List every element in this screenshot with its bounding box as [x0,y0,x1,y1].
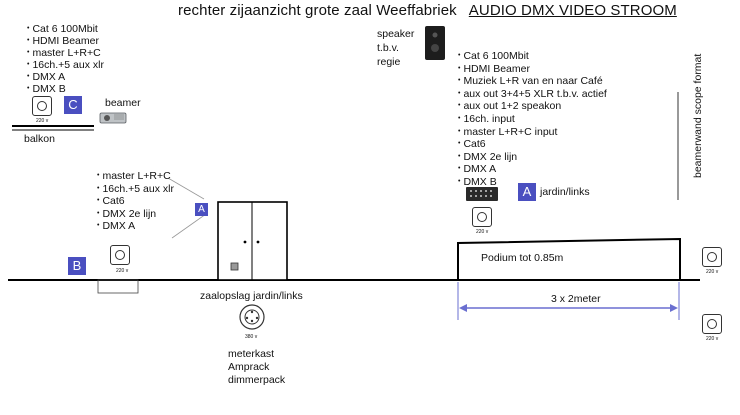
socket-caption: 220 v [116,268,129,274]
beamer-icon [99,112,127,124]
list-item: Cat 6 100Mbit [458,50,607,63]
door-panel [230,262,239,271]
wallbox-list: master L+R+C 16ch.+5 aux xlr Cat6 DMX 2e… [97,170,174,233]
list-item: HDMI Beamer [27,35,104,47]
title-sub: AUDIO DMX VIDEO STROOM [468,2,677,19]
socket-380v-icon [239,304,265,330]
balcony-list: Cat 6 100Mbit HDMI Beamer master L+R+C 1… [27,23,104,95]
speaker-label-line: t.b.v. [377,42,399,54]
dimension-arrow-right [670,304,678,312]
stage-outline [457,237,681,280]
list-item: Cat6 [458,138,607,151]
beamer-label: beamer [105,97,141,109]
pointer-line-bottom [171,213,207,239]
door-knob-right [256,240,260,244]
list-item: HDMI Beamer [458,63,607,76]
socket-caption: 220 v [476,229,489,235]
list-item: DMX B [27,83,104,95]
list-item: master L+R+C input [458,126,607,139]
socket-caption: 220 v [706,269,719,275]
list-item: aux out 3+4+5 XLR t.b.v. actief [458,88,606,101]
stagebox-icon [466,187,498,201]
list-item: DMX A [97,220,174,233]
speaker-label-line: speaker [377,28,415,40]
jardin-list: Cat 6 100Mbit HDMI Beamer Muziek L+R van… [458,50,607,189]
speaker-icon [425,26,445,60]
list-item: master L+R+C [27,47,104,59]
side-label: beamerwand scope format [692,53,704,178]
dimension-arrow-left [459,304,467,312]
speaker-label: speaker t.b.v. regie [377,27,414,69]
list-item: 16ch.+5 aux xlr [97,183,174,196]
stage-label: Podium tot 0.85m [481,252,564,264]
list-item: Cat6 [97,195,174,208]
door-knob-left [243,240,247,244]
stage-dimension: 3 x 2meter [551,293,601,305]
storage-line: meterkast [228,348,275,360]
balcony-label: balkon [24,133,55,145]
list-item: master L+R+C [97,170,174,183]
list-item: DMX 2e lijn [458,151,607,164]
title-main: rechter zijaanzicht grote zaal Weeffabri… [178,2,457,19]
pointer-line-top [167,177,205,200]
list-item: aux out 1+2 speakon [458,100,607,113]
storage-line: Amprack [228,361,270,373]
storage-line: dimmerpack [228,374,286,386]
socket-caption: 220 v [706,336,719,342]
list-item: 16ch. input [458,113,607,126]
list-item: 16ch.+5 aux xlr [27,59,104,71]
socket-icon [32,96,52,116]
list-item: DMX B [458,176,607,189]
page-title: rechter zijaanzicht grote zaal Weeffabri… [178,2,677,19]
speaker-label-line: regie [377,56,401,68]
socket-icon [702,247,722,267]
list-item: DMX 2e lijn [97,208,174,221]
badge-a: A [518,183,536,201]
floor-box [97,279,139,294]
badge-b: B [68,257,86,275]
socket-icon [110,245,130,265]
socket-icon [702,314,722,334]
list-item: DMX A [27,71,104,83]
list-item: DMX A [458,163,607,176]
badge-a-wall: A [195,203,208,216]
storage-lines: meterkast Amprack dimmerpack [228,348,285,387]
storage-label: zaalopslag jardin/links [200,290,303,302]
list-item: Cat 6 100Mbit [27,23,104,35]
socket-caption: 220 v [36,118,49,124]
jardin-label: jardin/links [540,186,590,198]
socket-caption: 380 v [245,334,258,340]
list-item: Muziek L+R van en naar Café [458,75,607,88]
socket-icon [472,207,492,227]
badge-c: C [64,96,82,114]
